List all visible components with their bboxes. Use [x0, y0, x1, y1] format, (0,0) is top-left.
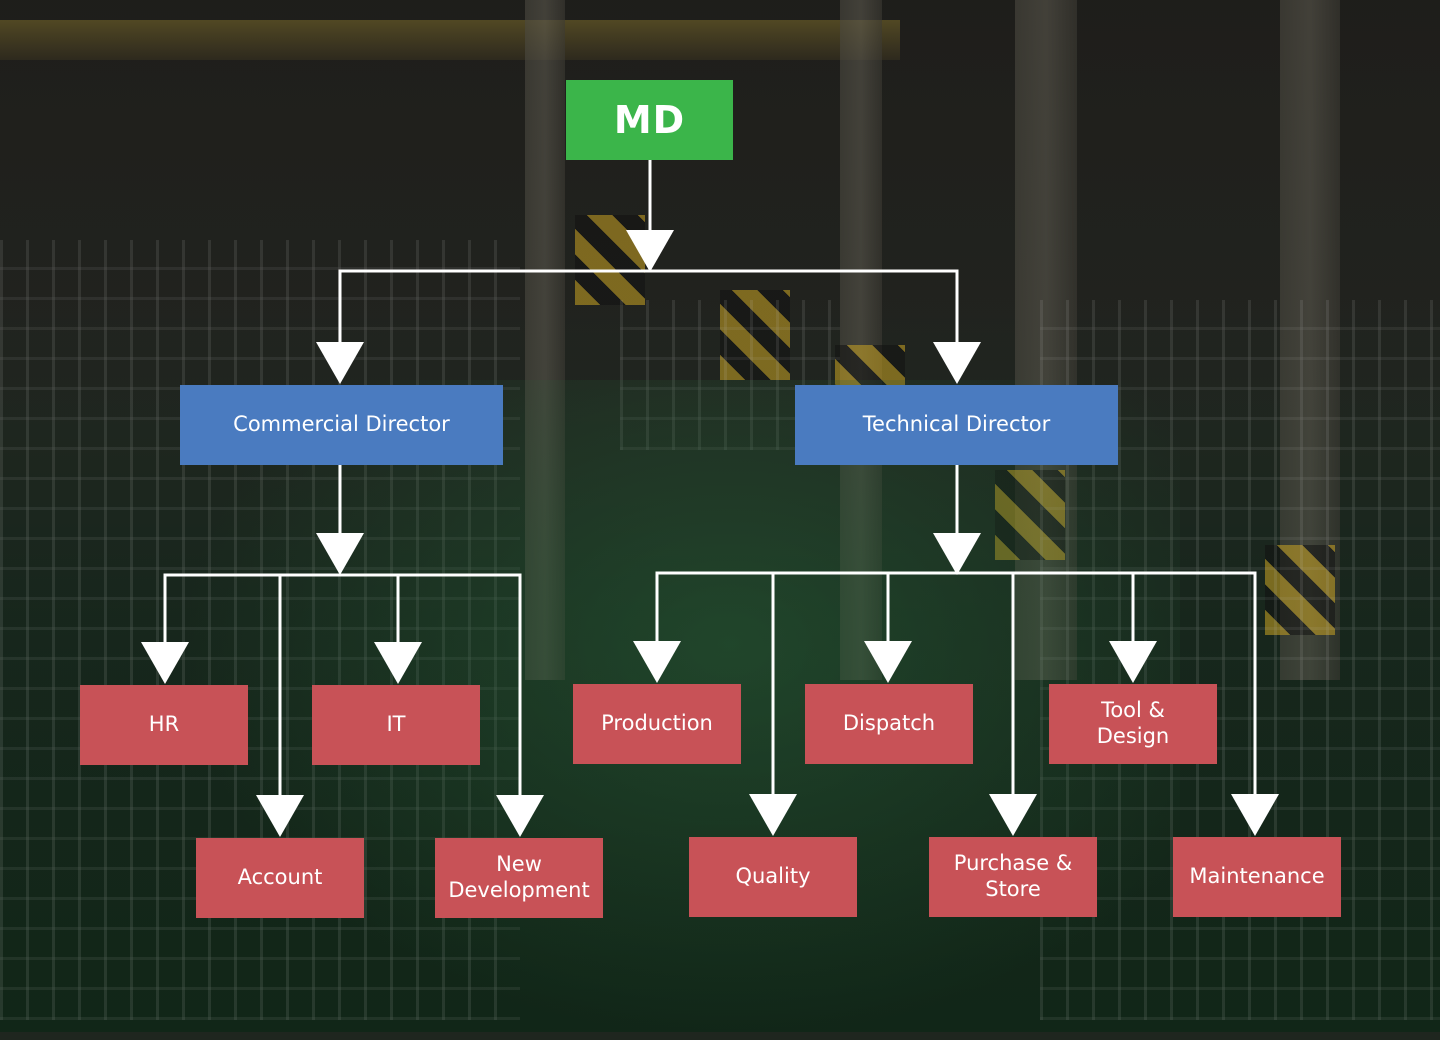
- maintenance-node: Maintenance: [1173, 837, 1341, 917]
- arrow-head-icon: [864, 641, 912, 683]
- production-node: Production: [573, 684, 741, 764]
- new-development-node: New Development: [435, 838, 603, 918]
- arrow-head-icon: [496, 795, 544, 837]
- commercial-director-node: Commercial Director: [180, 385, 503, 465]
- purchase-store-node: Purchase & Store: [929, 837, 1097, 917]
- hr-node: HR: [80, 685, 248, 765]
- arrow-head-icon: [1231, 794, 1279, 836]
- technical-director-node: Technical Director: [795, 385, 1118, 465]
- arrow-head-icon: [933, 533, 981, 575]
- arrow-head-icon: [316, 533, 364, 575]
- arrow-head-icon: [633, 641, 681, 683]
- hazard-stripe: [1265, 545, 1335, 635]
- md-node: MD: [566, 80, 733, 160]
- arrow-head-icon: [989, 794, 1037, 836]
- dispatch-node: Dispatch: [805, 684, 973, 764]
- arrow-head-icon: [1109, 641, 1157, 683]
- connector-line: [338, 269, 959, 345]
- arrow-head-icon: [626, 230, 674, 272]
- quality-node: Quality: [689, 837, 857, 917]
- arrow-head-icon: [256, 795, 304, 837]
- overhead-crane: [0, 20, 900, 60]
- connector-line: [163, 573, 522, 795]
- arrow-head-icon: [316, 342, 364, 384]
- it-node: IT: [312, 685, 480, 765]
- tool-design-node: Tool & Design: [1049, 684, 1217, 764]
- arrow-head-icon: [374, 642, 422, 684]
- arrow-head-icon: [933, 342, 981, 384]
- hazard-stripe: [720, 290, 790, 380]
- arrow-head-icon: [141, 642, 189, 684]
- arrow-head-icon: [749, 794, 797, 836]
- account-node: Account: [196, 838, 364, 918]
